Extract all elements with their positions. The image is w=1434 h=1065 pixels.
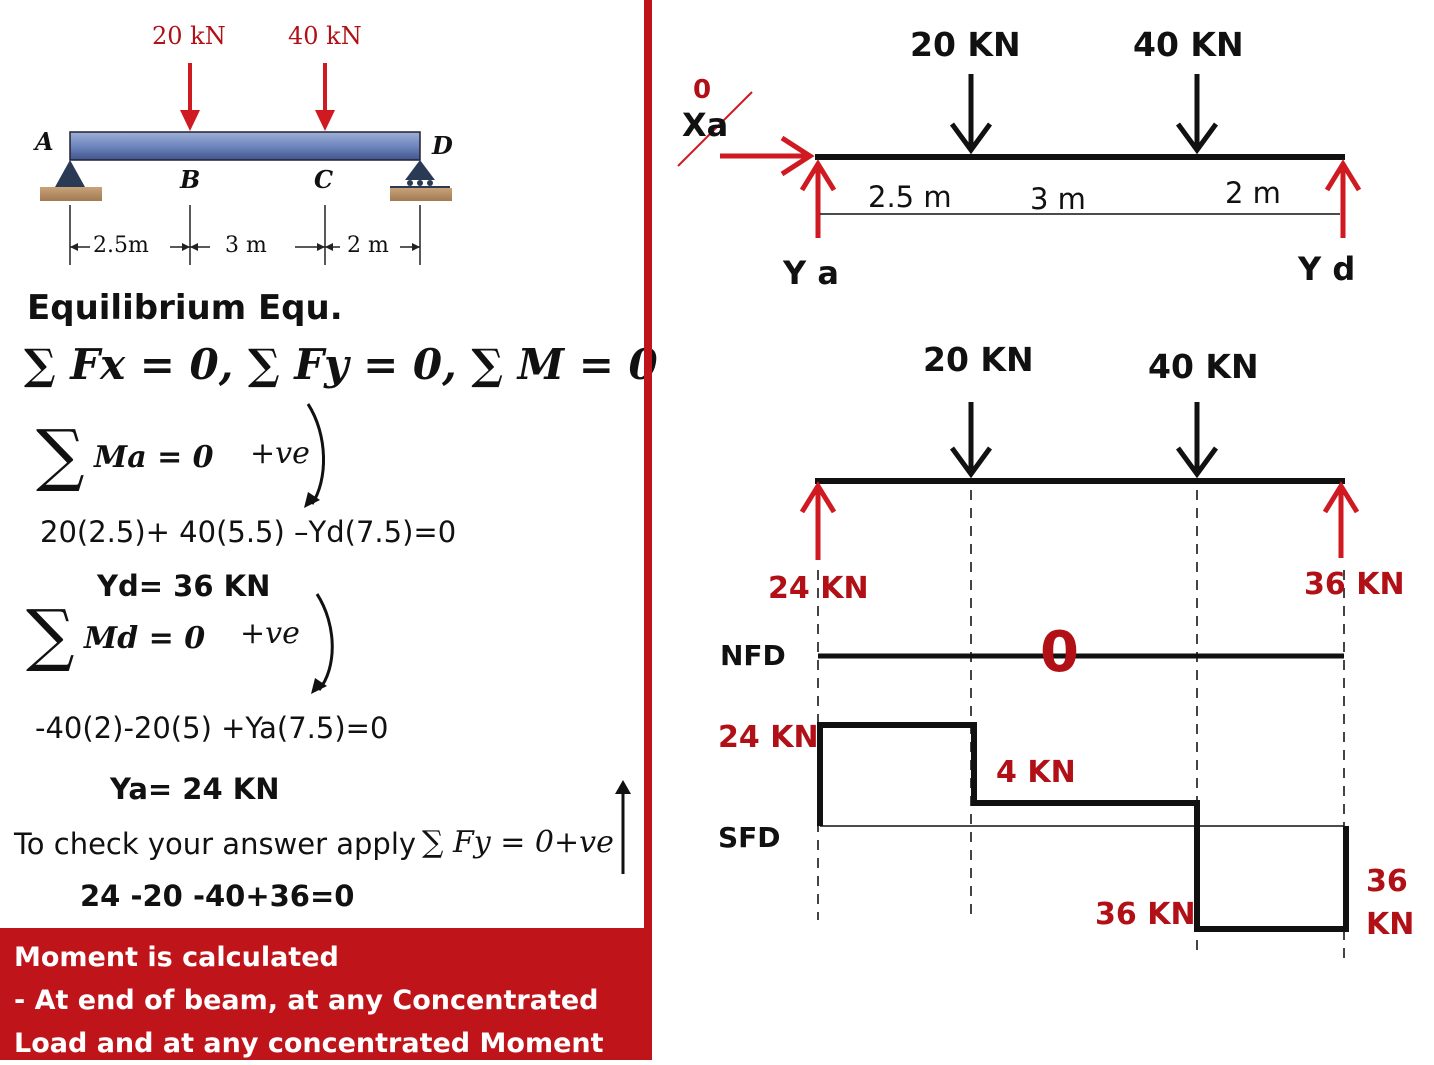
note-line-2: - At end of beam, at any Concentrated	[14, 985, 599, 1016]
sum-md-label: Md = 0	[84, 621, 206, 656]
reaction-a-value: 24 KN	[768, 571, 869, 606]
fbd-load-arrow-20	[949, 74, 993, 155]
load-arrow-40	[315, 63, 335, 131]
nfd-value: 0	[1040, 620, 1079, 685]
pin-support-a	[40, 160, 102, 201]
yd-label: Y d	[1298, 250, 1356, 288]
free-body-diagram	[677, 74, 1362, 238]
dimension-lines	[69, 205, 421, 265]
check-formula: ∑ Fy = 0+ve	[422, 825, 614, 860]
diagram-reaction-d-arrow	[1322, 481, 1360, 558]
fbd-load-label-2: 40 KN	[1133, 25, 1244, 64]
sign-convention-2: +ve	[240, 616, 300, 651]
panel-divider	[644, 0, 652, 1060]
sfd-bottom-value: 36 KN	[1095, 897, 1196, 932]
moment-equation-a: 20(2.5)+ 40(5.5) –Yd(7.5)=0	[40, 515, 457, 549]
beam-dim-2: 3 m	[225, 233, 267, 258]
yd-reaction-arrow	[1324, 159, 1362, 238]
clockwise-arrow-1-icon	[304, 403, 326, 508]
beam-figure	[40, 63, 452, 265]
sigma-symbol-2: ∑	[26, 596, 75, 675]
point-b-label: B	[180, 165, 201, 194]
fbd-load-label-1: 20 KN	[910, 25, 1021, 64]
sfd-shape	[817, 722, 1349, 932]
note-line-3: Load and at any concentrated Moment	[14, 1028, 604, 1059]
diagram-load-label-1: 20 KN	[923, 340, 1034, 379]
ya-reaction-arrow	[799, 159, 837, 238]
fbd-dim-3: 2 m	[1225, 176, 1281, 210]
sum-ma-label: Ma = 0	[94, 440, 214, 475]
roller-support-d	[390, 160, 452, 201]
beam-dim-1: 2.5m	[93, 233, 149, 258]
fbd-load-arrow-40	[1175, 74, 1219, 155]
sfd-right-value-1: 36	[1366, 864, 1408, 899]
diagram-load-arrow-40	[1175, 402, 1219, 479]
sfd-right-value-2: KN	[1366, 907, 1415, 942]
xa-strike-line	[677, 91, 753, 167]
sfd-label: SFD	[718, 821, 781, 854]
diagram-load-label-2: 40 KN	[1148, 347, 1259, 386]
point-a-label: A	[35, 127, 54, 156]
xa-reaction-arrow	[720, 135, 815, 177]
equilibrium-heading: Equilibrium Equ.	[27, 288, 343, 328]
beam-dim-3: 2 m	[347, 233, 389, 258]
result-yd: Yd= 36 KN	[97, 569, 271, 603]
sigma-symbol-1: ∑	[36, 416, 85, 495]
xa-label: Xa	[682, 106, 729, 144]
note-line-1: Moment is calculated	[14, 942, 339, 973]
diagram-load-arrow-20	[949, 402, 993, 479]
diagram-reaction-a-arrow	[799, 481, 837, 560]
point-d-label: D	[432, 131, 453, 160]
nfd-label: NFD	[720, 639, 786, 672]
fbd-dim-2: 3 m	[1030, 182, 1086, 216]
beam-body	[69, 131, 421, 161]
sfd-mid-value: 4 KN	[996, 755, 1076, 790]
xa-zero-label: 0	[693, 75, 712, 105]
ya-label: Y a	[783, 254, 839, 292]
moment-equation-d: -40(2)-20(5) +Ya(7.5)=0	[35, 711, 389, 745]
moment-note-banner: Moment is calculated - At end of beam, a…	[0, 928, 644, 1060]
load-arrow-20	[180, 63, 200, 131]
clockwise-arrow-2-icon	[311, 593, 334, 694]
point-c-label: C	[314, 165, 334, 194]
check-equation: 24 -20 -40+36=0	[80, 879, 355, 913]
beam-load-label-1: 20 kN	[152, 22, 226, 50]
upward-arrow-icon	[615, 780, 631, 874]
reaction-d-value: 36 KN	[1304, 567, 1405, 602]
general-equation: ∑ Fx = 0, ∑ Fy = 0, ∑ M = 0	[24, 340, 658, 389]
sign-convention-1: +ve	[250, 436, 310, 471]
result-ya: Ya= 24 KN	[110, 772, 280, 806]
check-text: To check your answer apply	[14, 827, 417, 861]
beam-load-label-2: 40 kN	[288, 22, 362, 50]
fbd-dim-1: 2.5 m	[868, 180, 952, 214]
sfd-top-value: 24 KN	[718, 720, 819, 755]
nfd-sfd-diagram	[799, 402, 1360, 960]
